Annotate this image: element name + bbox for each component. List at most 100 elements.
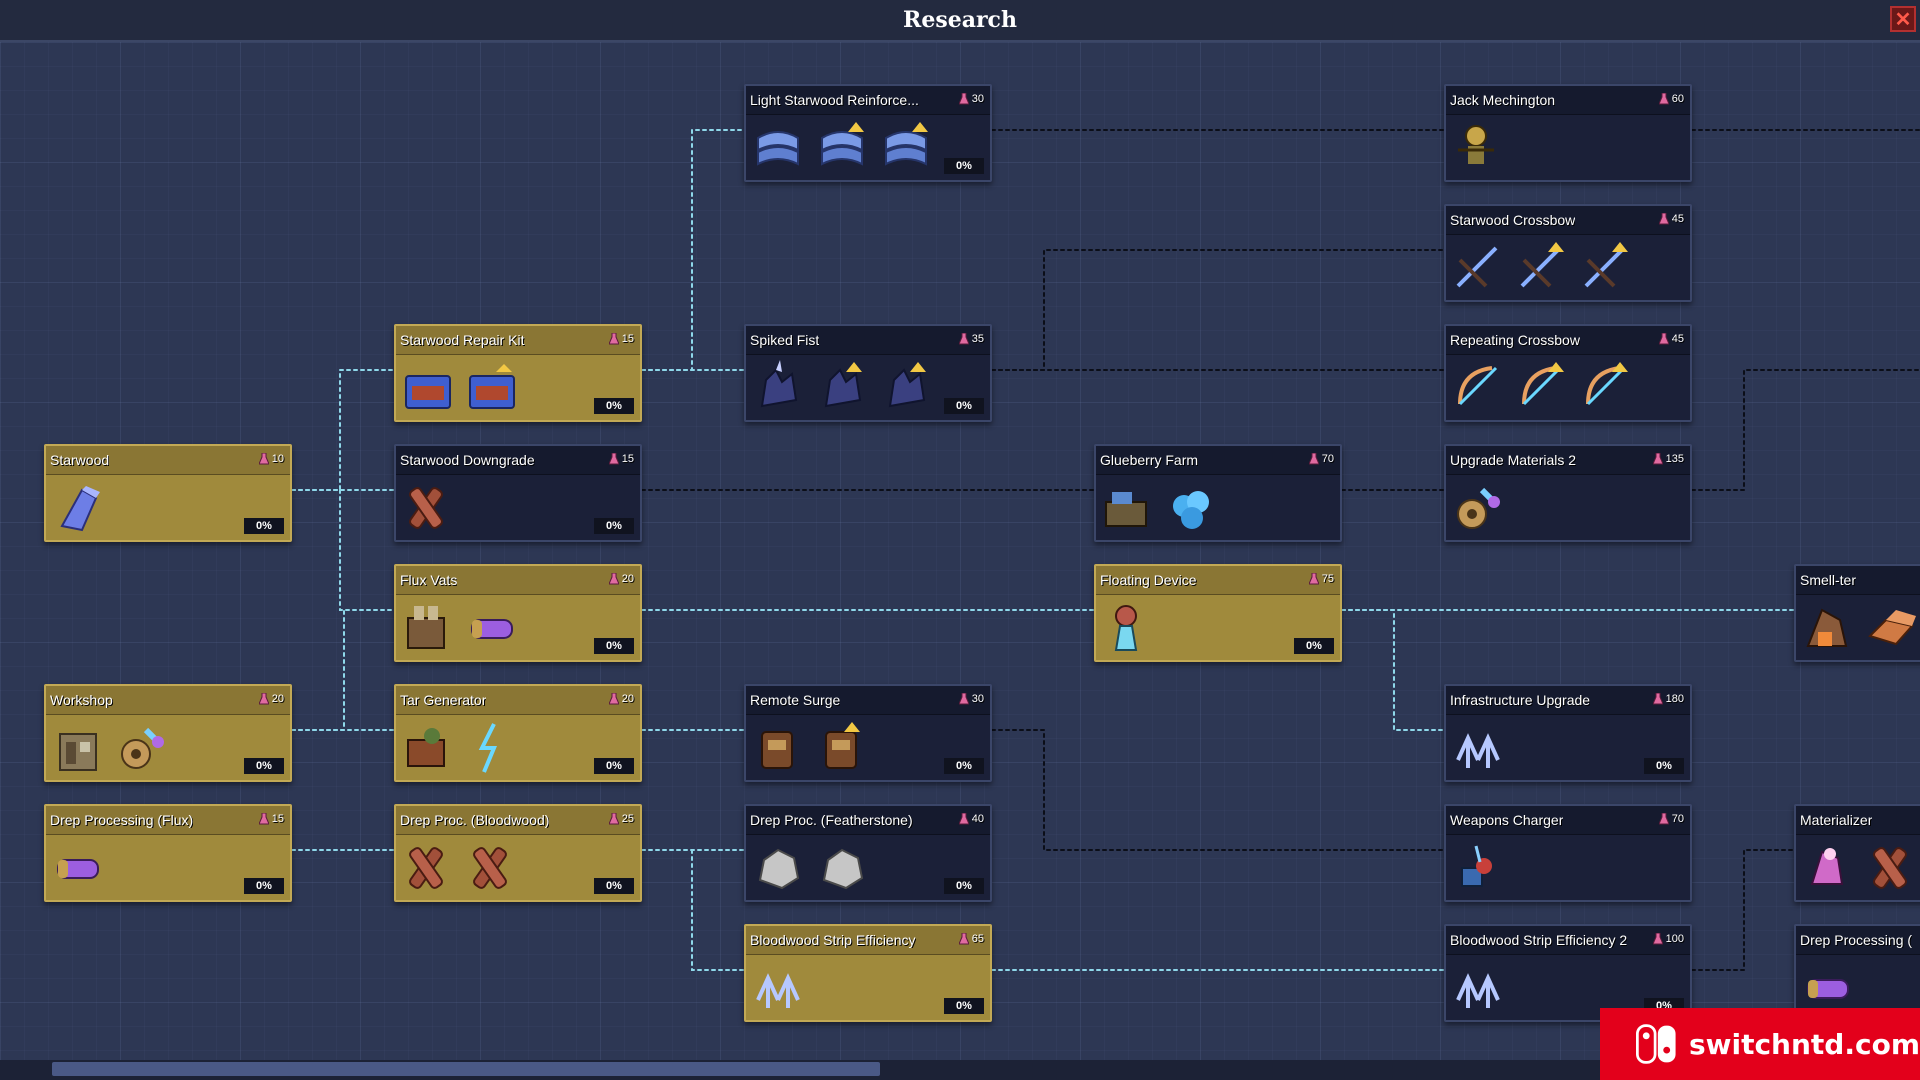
node-icons (402, 480, 454, 536)
scrollbar-thumb[interactable] (52, 1062, 880, 1076)
starwood-ingot-icon (60, 486, 100, 532)
farm-machine-icon (1105, 492, 1147, 527)
node-header: Drep Proc. (Featherstone) 40 (746, 806, 990, 835)
node-cost-value: 45 (1671, 333, 1684, 345)
remote-backpack-upgraded-icon (825, 722, 860, 769)
research-node-smelter[interactable]: Smell-ter (1794, 564, 1920, 662)
node-title: Drep Proc. (Featherstone) (750, 812, 913, 828)
node-title: Materializer (1800, 812, 1873, 828)
node-title: Starwood Downgrade (400, 452, 535, 468)
node-title: Drep Processing (Flux) (50, 812, 194, 828)
research-flask-icon (608, 453, 619, 465)
node-progress: 0% (594, 638, 634, 654)
node-header: Drep Proc. (Bloodwood)25 (396, 806, 640, 835)
copper-ingot-icon (1868, 610, 1916, 646)
node-cost: 20 (608, 693, 634, 705)
node-cost-value: 135 (1665, 453, 1684, 465)
double-arrow-up-icon (756, 973, 800, 1008)
featherstone-rock-icon (822, 848, 864, 890)
node-title: Starwood Crossbow (1450, 212, 1576, 228)
repeating-crossbow-upgraded-icon (1586, 362, 1628, 406)
node-cost: 70 (1308, 453, 1334, 465)
link-workshop-fluxvats (291, 609, 345, 731)
link-repairkit-light (641, 129, 747, 371)
close-button[interactable]: ✕ (1890, 6, 1916, 32)
flux-vat-machine-icon (407, 606, 445, 649)
flux-canister-icon (471, 619, 513, 639)
link-upgrade2-right (1691, 369, 1920, 491)
research-flask-icon (608, 333, 619, 345)
node-cost: 135 (1652, 453, 1684, 465)
watermark: switchntd.com (1600, 1008, 1920, 1080)
node-cost-value: 70 (1671, 813, 1684, 825)
horizontal-scrollbar[interactable] (0, 1060, 1920, 1080)
research-flask-icon (1308, 453, 1319, 465)
research-flask-icon (958, 333, 969, 345)
node-title: Workshop (50, 692, 113, 708)
research-node-weapons-charger[interactable]: Weapons Charger 70 (1444, 804, 1692, 902)
research-node-jack[interactable]: Jack Mechington 60 (1444, 84, 1692, 182)
smelter-icon (1806, 608, 1848, 647)
node-title: Starwood Repair Kit (400, 332, 525, 348)
watermark-text: switchntd.com (1688, 1027, 1920, 1061)
node-header: Drep Processing ( (1796, 926, 1920, 955)
node-title: Light Starwood Reinforce... (750, 92, 919, 108)
weapons-charger-icon (1461, 845, 1492, 887)
research-flask-icon (1658, 813, 1669, 825)
bloodwood-plank-icon (473, 847, 507, 889)
node-progress: 0% (594, 758, 634, 774)
node-cost-value: 20 (271, 693, 284, 705)
link-bloodwood-eff (691, 849, 747, 971)
window-titlebar: Research ✕ (0, 0, 1920, 42)
node-cost-value: 15 (621, 333, 634, 345)
bloodwood-plank-icon (1873, 847, 1907, 889)
node-cost-value: 20 (621, 573, 634, 585)
node-icons (1452, 120, 1504, 176)
node-cost: 40 (958, 813, 984, 825)
crossbow-upgraded-icon (1584, 242, 1628, 288)
node-title: Jack Mechington (1450, 92, 1556, 108)
research-flask-icon (958, 693, 969, 705)
armor-plate-upgraded-icon (821, 122, 864, 166)
node-progress: 0% (944, 158, 984, 174)
node-icons (1802, 960, 1854, 1016)
node-progress: 0% (944, 398, 984, 414)
node-title: Weapons Charger (1450, 812, 1564, 828)
research-node-drep-processing-partial[interactable]: Drep Processing ( (1794, 924, 1920, 1022)
node-cost: 180 (1652, 693, 1684, 705)
research-node-materializer[interactable]: Materializer (1794, 804, 1920, 902)
node-cost: 70 (1658, 813, 1684, 825)
lightning-icon (478, 723, 497, 773)
double-arrow-up-icon (1456, 733, 1500, 768)
node-cost-value: 35 (971, 333, 984, 345)
node-cost-value: 60 (1671, 93, 1684, 105)
node-title: Bloodwood Strip Efficiency (750, 932, 916, 948)
bloodwood-plank-icon (409, 847, 443, 889)
research-flask-icon (1652, 453, 1663, 465)
node-icons (1102, 600, 1154, 656)
